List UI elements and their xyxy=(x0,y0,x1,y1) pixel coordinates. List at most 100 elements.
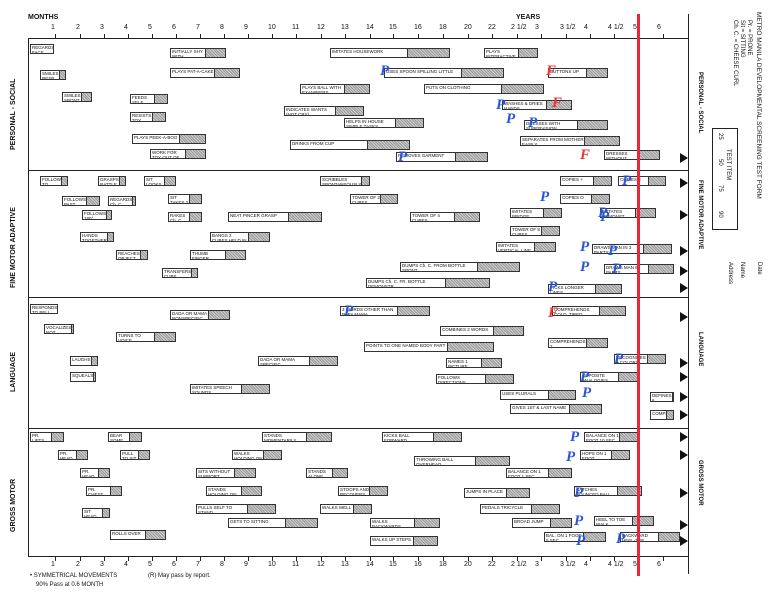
tick-mark xyxy=(296,34,297,39)
continuation-arrow xyxy=(680,432,688,442)
test-item: TOWER OF 8 CUBES xyxy=(510,226,560,236)
test-item: DADA OR MAMA NONSPECIFIC xyxy=(170,310,230,320)
test-item: ROLLS OVER xyxy=(110,530,166,540)
test-item-range-shade xyxy=(445,279,489,287)
year-tick: 4 1/2 xyxy=(608,561,624,568)
tick-mark xyxy=(321,556,322,561)
test-item-range-shade xyxy=(57,305,58,313)
test-item-label: RESISTS TOY PULL xyxy=(132,113,152,122)
tick-mark xyxy=(614,34,615,39)
test-item: WASHES & DRIES HANDS xyxy=(502,100,572,110)
test-item-label: DADA OR MAMA NONSPECIFIC xyxy=(172,311,207,320)
fail-mark: F xyxy=(546,63,557,79)
test-item-label: WASHES & DRIES HANDS xyxy=(504,101,543,110)
test-item-range-shade xyxy=(308,357,337,365)
month-tick: 2 xyxy=(76,24,80,31)
test-item-label: STANDS HOLDING ON xyxy=(208,487,237,496)
test-item-range-shade xyxy=(447,343,493,351)
month-tick: 18 xyxy=(439,561,447,568)
test-item-range-shade xyxy=(505,489,529,497)
pct-90: 90 xyxy=(717,211,723,218)
pct-25: 25 xyxy=(717,133,723,140)
child-age-line xyxy=(637,14,640,576)
month-tick: 13 xyxy=(341,561,349,568)
test-item-label: PICKS LONGER LINES xyxy=(550,285,584,294)
test-item: COPIES O xyxy=(560,194,610,204)
test-item-label: OPPOSITE ANALOGIES xyxy=(582,373,609,382)
test-item-range-shade xyxy=(287,213,321,221)
test-item-range-shade xyxy=(454,213,479,221)
test-item: DRINKS FROM CUP xyxy=(290,140,410,150)
tick-mark xyxy=(468,556,469,561)
fail-mark: F xyxy=(548,305,559,321)
tick-mark xyxy=(321,34,322,39)
pass-mark: P xyxy=(622,173,632,189)
test-item-range-shade xyxy=(611,451,629,459)
tick-mark xyxy=(55,34,56,39)
tick-mark xyxy=(590,556,591,561)
continuation-arrow xyxy=(680,488,688,498)
tick-mark xyxy=(224,34,225,39)
month-tick: 7 xyxy=(196,24,200,31)
test-item-label: SITS WITHOUT SUPPORT xyxy=(198,469,231,478)
test-item: BALANCE ON 1 FOOT 10 SEC. xyxy=(584,432,640,442)
test-item-range-shade xyxy=(594,285,621,293)
test-item: HEEL TO TOE WALK xyxy=(594,516,654,526)
test-item-label: 3 WORDS OTHER THAN PAPA MAMA xyxy=(342,307,394,316)
test-item-label: TOWER OF 4 CUBES xyxy=(412,213,440,222)
tick-mark xyxy=(590,34,591,39)
test-item: GRASPS RATTLE xyxy=(98,176,126,186)
pass-mark: P xyxy=(506,111,516,127)
test-item: VOCALIZES NOT CRYING xyxy=(44,324,74,334)
test-item: IMITATES HOUSEWORK xyxy=(330,48,450,58)
test-item-range-shade xyxy=(546,101,571,109)
tick-mark xyxy=(248,556,249,561)
test-item-label: SIT TAKES 2 CUBES xyxy=(170,195,189,204)
test-item-range-shade xyxy=(583,533,605,541)
test-item: INITIALLY SHY WITH STRANGERS xyxy=(170,48,226,58)
test-item-range-shade xyxy=(657,533,679,541)
test-item-label: NEAT PINCER GRASP xyxy=(230,213,277,218)
test-item-range-shade xyxy=(592,177,611,185)
tick-mark xyxy=(248,34,249,39)
tick-mark xyxy=(566,34,567,39)
test-item: WALKS UP STEPS xyxy=(370,536,438,546)
pass-mark: P xyxy=(398,149,408,165)
test-item-label: GETS TO SITTING xyxy=(230,519,269,524)
tick-mark xyxy=(492,34,493,39)
tick-mark xyxy=(80,556,81,561)
test-item: STOOPS AND RECOVERS xyxy=(338,486,388,496)
test-item-range-shade xyxy=(263,451,281,459)
test-item: IMITATES DEMONST. xyxy=(600,208,656,218)
pass-mark: P xyxy=(380,63,390,79)
test-item-range-shade xyxy=(86,197,99,205)
test-item-label: PR. LIFTS HEAD xyxy=(32,433,45,442)
tick-mark xyxy=(272,556,273,561)
test-item: BACKWARD HEEL-TOE xyxy=(620,532,680,542)
test-item: COPIES + xyxy=(560,176,612,186)
month-tick: 10 xyxy=(268,24,276,31)
test-item: DRAWS MAN IN 3 PARTS xyxy=(592,244,672,254)
test-item-label: TOWER OF 8 CUBES xyxy=(512,227,540,236)
tick-mark xyxy=(152,34,153,39)
test-item: PR. CHEST UP ARM SUPPORT xyxy=(86,486,122,496)
test-item-label: PLAYS INTERACTIVE GAMES xyxy=(486,49,516,58)
test-item-label: IMITATES VERTICAL LINE xyxy=(498,243,532,252)
test-item-label: WALKS HOLDING ON TO FURNITURE xyxy=(234,451,263,460)
month-tick: 3 xyxy=(100,561,104,568)
pct-75: 75 xyxy=(717,185,723,192)
section-divider-2 xyxy=(28,297,688,298)
test-item-label: PR. HEAD UP 90° xyxy=(82,469,95,478)
month-tick: 4 xyxy=(124,24,128,31)
test-item: REGARDS FACE xyxy=(30,44,54,54)
pass-mark: P xyxy=(580,239,590,255)
year-tick: 6 xyxy=(657,24,661,31)
test-item: PLAYS INTERACTIVE GAMES xyxy=(484,48,538,58)
month-tick: 12 xyxy=(317,24,325,31)
tick-mark xyxy=(224,556,225,561)
test-item-range-shade xyxy=(533,243,555,251)
test-item-range-shade xyxy=(585,339,607,347)
test-item: PULL TO SIT xyxy=(120,450,150,460)
chart-right-border xyxy=(688,14,689,574)
month-tick: 4 xyxy=(124,561,128,568)
